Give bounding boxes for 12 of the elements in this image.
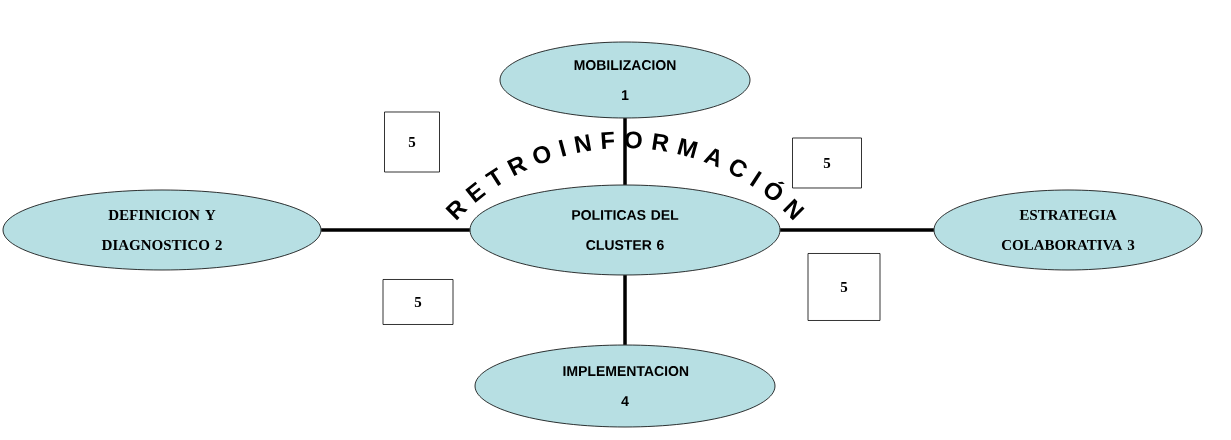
number-box: 5 <box>382 279 454 325</box>
number-box: 5 <box>384 111 440 173</box>
number-box: 5 <box>807 253 881 321</box>
connector-line <box>780 228 934 232</box>
ellipse-node: IMPLEMENTACION 4 <box>474 344 776 428</box>
connector-line <box>623 275 627 345</box>
number-box: 5 <box>792 137 862 189</box>
ellipse-node: MOBILIZACION 1 <box>499 41 751 119</box>
connector-line <box>321 228 470 232</box>
connector-line <box>623 118 627 185</box>
ellipse-node: ESTRATEGIA COLABORATIVA 3 <box>933 189 1203 271</box>
ellipse-node: DEFINICION Y DIAGNOSTICO 2 <box>2 189 322 271</box>
